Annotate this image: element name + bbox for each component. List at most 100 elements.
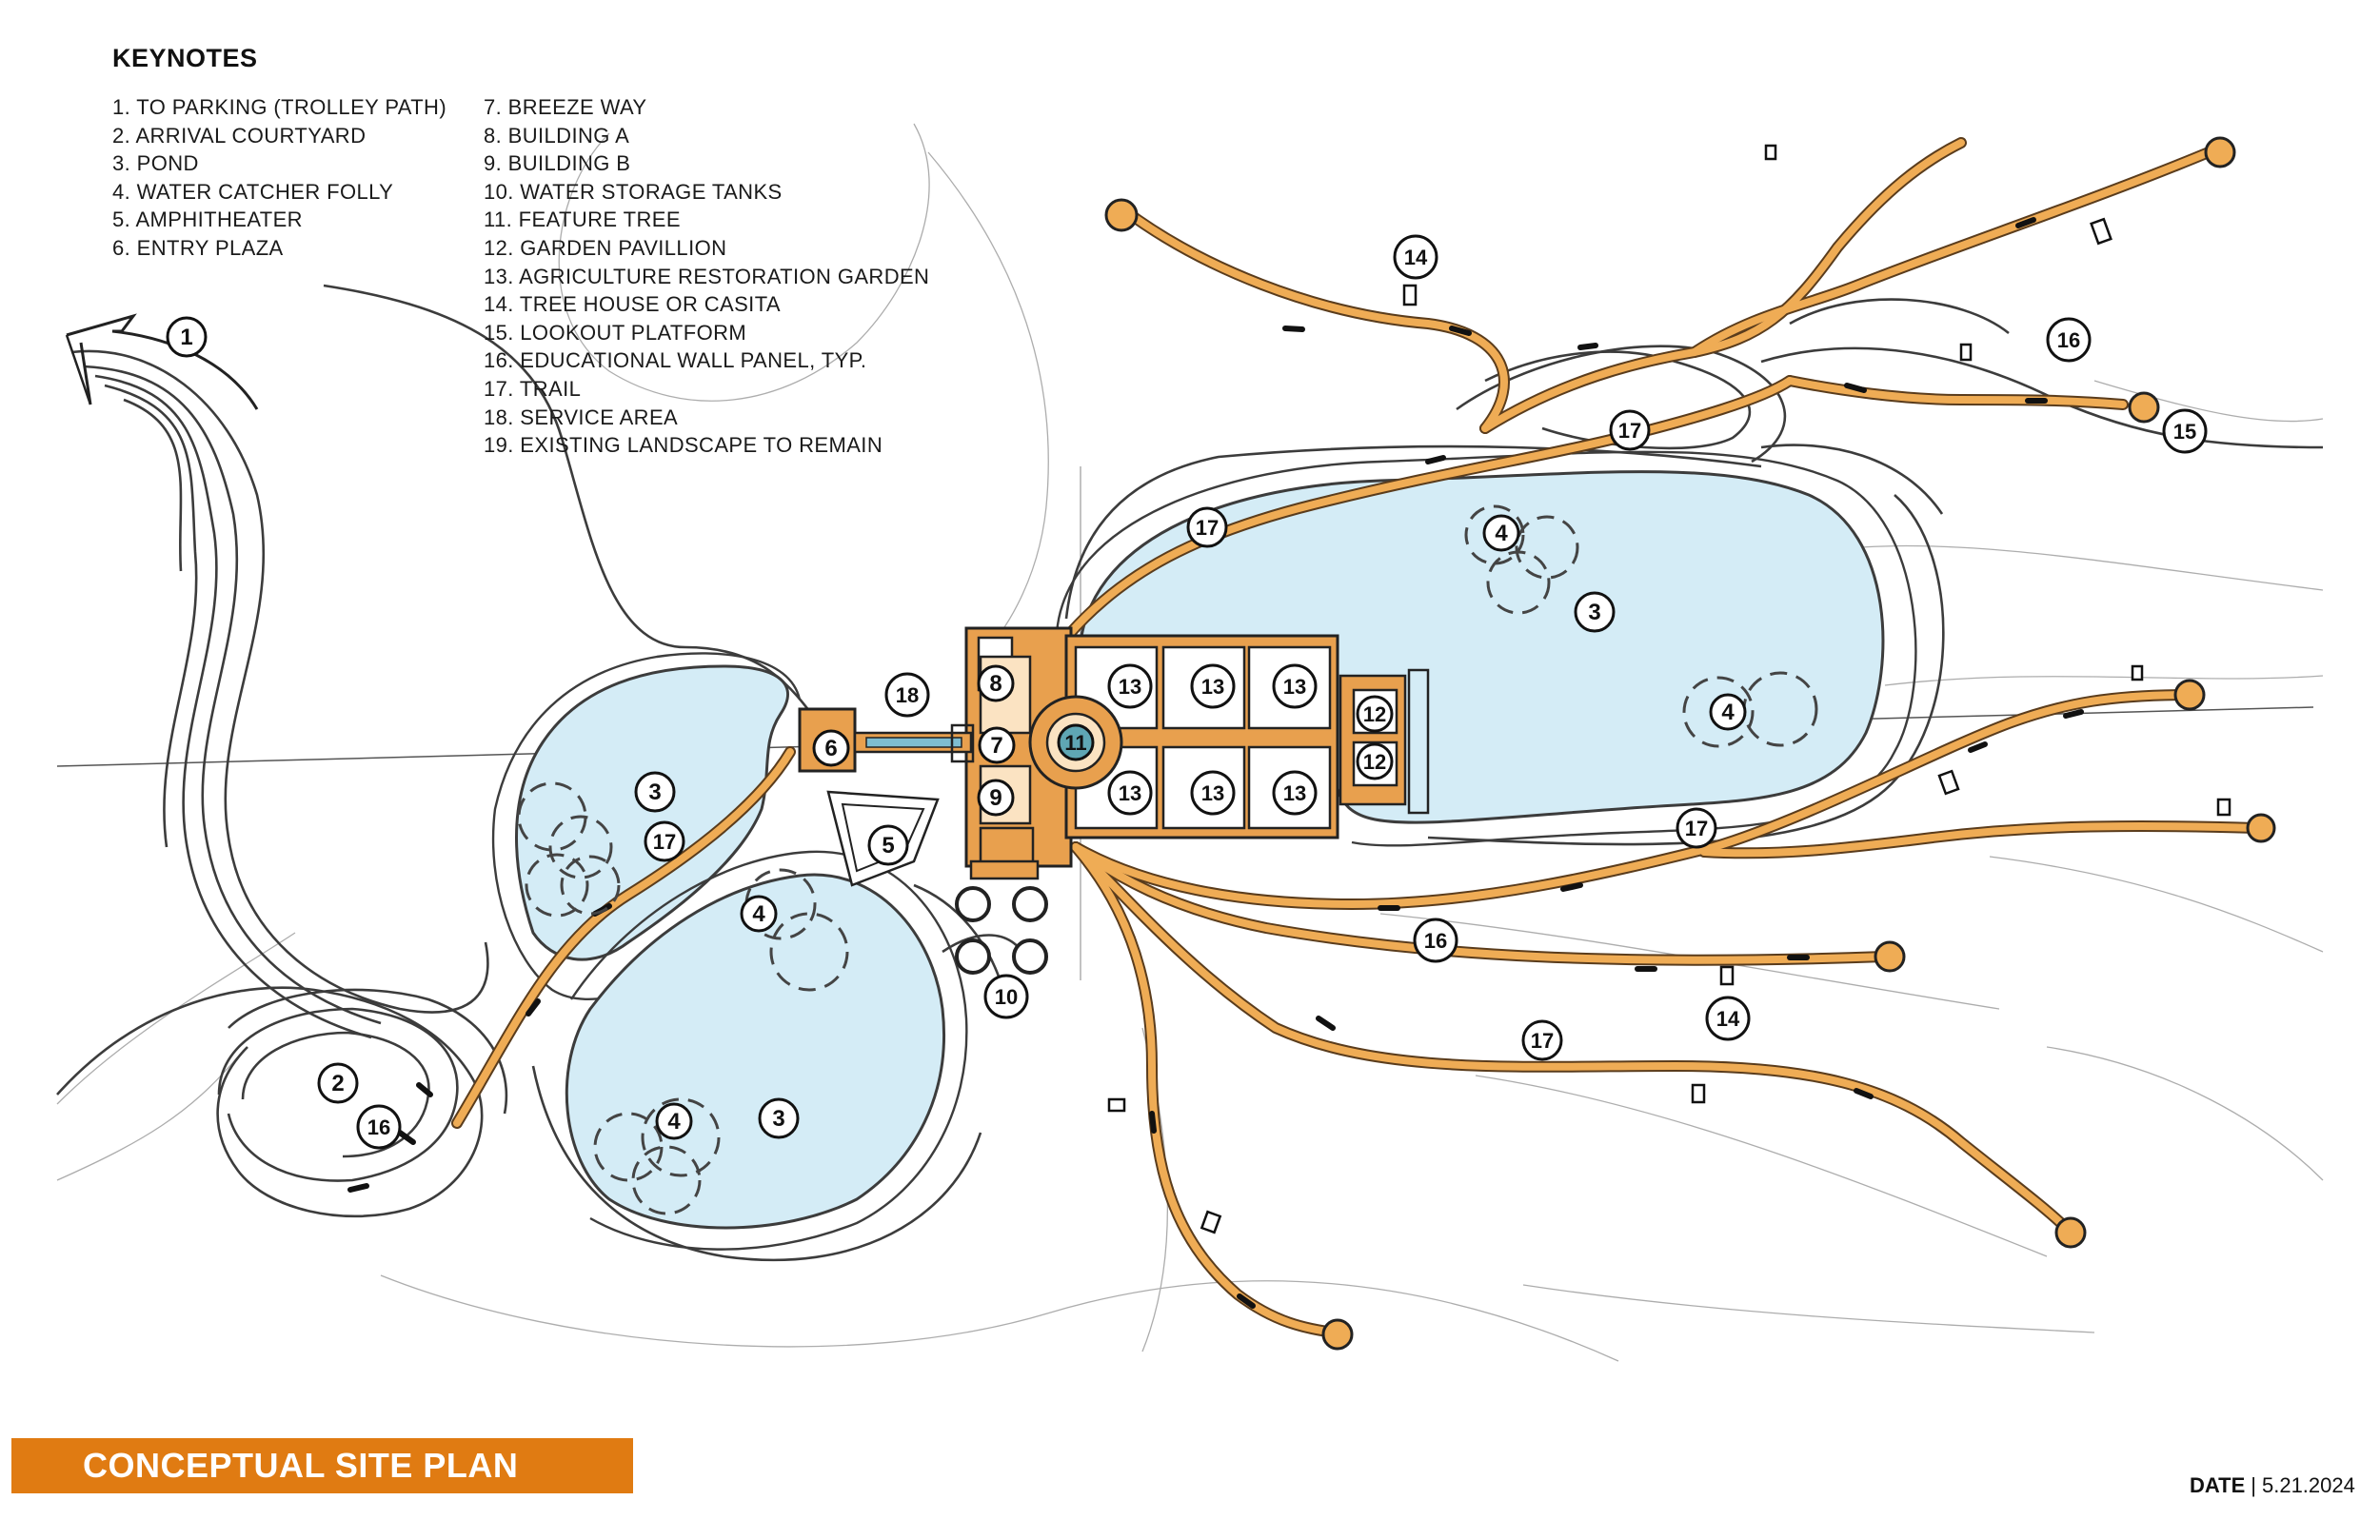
callout-circle xyxy=(1107,663,1153,709)
callout-circle xyxy=(1107,770,1153,816)
callout-number: 8 xyxy=(989,671,1002,697)
callout-3: 3 xyxy=(1574,591,1616,633)
callout-circle xyxy=(983,974,1029,1019)
date-block: DATE|5.21.2024 xyxy=(2190,1473,2355,1498)
callout-2: 2 xyxy=(317,1062,359,1104)
callout-circle xyxy=(1709,693,1747,731)
callout-circle xyxy=(2162,408,2208,454)
callout-circle xyxy=(655,1102,693,1140)
callout-1: 1 xyxy=(166,316,208,358)
callout-number: 10 xyxy=(995,985,1018,1009)
callout-number: 7 xyxy=(990,733,1002,759)
callout-17: 17 xyxy=(1186,506,1228,548)
callout-number: 13 xyxy=(1201,675,1224,699)
callout-number: 13 xyxy=(1119,675,1141,699)
callout-11: 11 xyxy=(1057,723,1095,761)
callout-18: 18 xyxy=(884,672,930,718)
callout-circle xyxy=(812,729,850,767)
callout-13: 13 xyxy=(1107,770,1153,816)
callout-4: 4 xyxy=(655,1102,693,1140)
keynote-item: 9. BUILDING B xyxy=(484,151,631,176)
callout-5: 5 xyxy=(867,824,909,866)
callout-3: 3 xyxy=(634,771,676,813)
keynote-item: 16. EDUCATIONAL WALL PANEL, TYP. xyxy=(484,348,867,373)
callout-circle xyxy=(1482,514,1520,552)
callout-circle xyxy=(884,672,930,718)
callout-13: 13 xyxy=(1272,770,1318,816)
keynote-item: 8. BUILDING A xyxy=(484,123,630,148)
callout-circle xyxy=(1356,695,1394,733)
callout-number: 6 xyxy=(824,736,837,761)
callout-number: 17 xyxy=(1685,817,1708,840)
callout-circle xyxy=(1413,918,1458,963)
water-storage-tanks xyxy=(955,886,1048,975)
keynote-item: 15. LOOKOUT PLATFORM xyxy=(484,320,747,345)
sheet-title-bar: CONCEPTUAL SITE PLAN xyxy=(11,1438,633,1493)
callout-17: 17 xyxy=(1521,1019,1563,1061)
keynote-item: 1. TO PARKING (TROLLEY PATH) xyxy=(112,95,447,119)
keynote-item: 17. TRAIL xyxy=(484,376,582,401)
callout-number: 14 xyxy=(1716,1007,1740,1031)
callout-number: 11 xyxy=(1064,731,1086,755)
callout-circle xyxy=(867,824,909,866)
callout-16: 16 xyxy=(356,1104,402,1150)
callout-circle xyxy=(2046,317,2092,363)
casita-markers xyxy=(1107,144,2231,1234)
keynote-item: 10. WATER STORAGE TANKS xyxy=(484,179,783,204)
date-value: 5.21.2024 xyxy=(2261,1473,2355,1497)
callout-circle xyxy=(356,1104,402,1150)
callout-12: 12 xyxy=(1356,742,1394,780)
callout-circle xyxy=(644,820,685,862)
keynote-item: 12. GARDEN PAVILLION xyxy=(484,235,727,260)
callout-4: 4 xyxy=(1709,693,1747,731)
callout-14: 14 xyxy=(1705,996,1751,1041)
callout-circle xyxy=(1190,663,1236,709)
lookout-dots xyxy=(1104,136,2276,1351)
callout-circle xyxy=(1393,234,1438,280)
callout-circle xyxy=(1574,591,1616,633)
callout-circle xyxy=(1186,506,1228,548)
callout-17: 17 xyxy=(644,820,685,862)
callout-circle xyxy=(1356,742,1394,780)
keynotes-list-right: 7. BREEZE WAY 8. BUILDING A 9. BUILDING … xyxy=(484,93,929,460)
keynote-item: 14. TREE HOUSE OR CASITA xyxy=(484,292,781,317)
callout-number: 18 xyxy=(896,683,919,707)
keynote-item: 4. WATER CATCHER FOLLY xyxy=(112,179,394,204)
callout-13: 13 xyxy=(1190,663,1236,709)
callout-number: 2 xyxy=(331,1071,344,1096)
parking-arrow xyxy=(65,313,259,410)
callout-number: 13 xyxy=(1201,781,1224,805)
callout-16: 16 xyxy=(1413,918,1458,963)
callout-17: 17 xyxy=(1676,807,1717,849)
callout-number: 5 xyxy=(882,833,894,859)
callout-number: 14 xyxy=(1404,246,1428,269)
keynote-item: 11. FEATURE TREE xyxy=(484,207,681,232)
keynote-item: 19. EXISTING LANDSCAPE TO REMAIN xyxy=(484,433,883,458)
keynote-item: 18. SERVICE AREA xyxy=(484,405,679,429)
callout-4: 4 xyxy=(740,895,778,933)
callout-number: 13 xyxy=(1283,781,1306,805)
keynote-item: 3. POND xyxy=(112,151,199,176)
callout-number: 17 xyxy=(1618,419,1641,443)
callout-circle xyxy=(1272,663,1318,709)
callout-number: 4 xyxy=(752,901,765,927)
callout-number: 1 xyxy=(180,325,192,350)
callout-3: 3 xyxy=(758,1097,800,1139)
contour-lines xyxy=(56,284,2324,1262)
callout-14: 14 xyxy=(1393,234,1438,280)
callout-circle xyxy=(977,779,1015,817)
callout-number: 13 xyxy=(1119,781,1141,805)
callout-7: 7 xyxy=(978,726,1016,764)
callout-4: 4 xyxy=(1482,514,1520,552)
callout-number: 4 xyxy=(667,1109,681,1135)
callout-number: 4 xyxy=(1495,521,1508,546)
callout-number: 16 xyxy=(1424,929,1447,953)
callout-8: 8 xyxy=(977,664,1015,702)
callout-number: 4 xyxy=(1721,700,1735,725)
date-label: DATE xyxy=(2190,1473,2246,1497)
callout-circle xyxy=(1272,770,1318,816)
callout-number: 17 xyxy=(1196,516,1219,540)
keynotes-list-left: 1. TO PARKING (TROLLEY PATH) 2. ARRIVAL … xyxy=(112,93,446,263)
keynotes-title: KEYNOTES xyxy=(112,44,258,72)
